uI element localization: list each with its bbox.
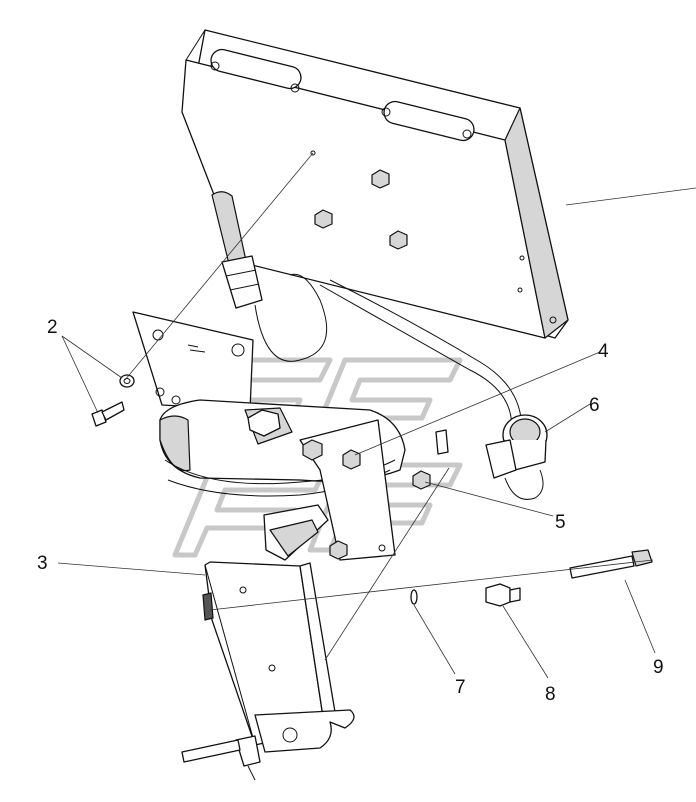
nut-item-5	[412, 429, 449, 490]
display-monitor	[181, 29, 569, 339]
bolt-item-8	[485, 583, 521, 607]
washer-item-2	[119, 374, 135, 388]
mounting-plate	[132, 311, 254, 411]
callout-4: 4	[598, 341, 609, 362]
washer-item-7	[410, 589, 418, 605]
mount-bracket-item-3	[181, 561, 355, 781]
long-bolt-item-9	[569, 549, 653, 579]
callout-8: 8	[545, 684, 556, 705]
callout-3: 3	[37, 553, 48, 574]
bolt-item-2	[91, 401, 125, 427]
connector-plug	[485, 414, 548, 500]
callout-5: 5	[555, 512, 566, 533]
callout-7: 7	[455, 677, 466, 698]
leader-lines	[57, 152, 696, 679]
monitor-mount-nuts	[314, 169, 408, 250]
callout-6: 6	[589, 395, 600, 416]
callout-9: 9	[653, 657, 664, 678]
cable-connector	[211, 191, 523, 446]
callout-labels: 2 3 4 5 6 7 8 9	[37, 317, 664, 705]
callout-2: 2	[47, 317, 58, 338]
